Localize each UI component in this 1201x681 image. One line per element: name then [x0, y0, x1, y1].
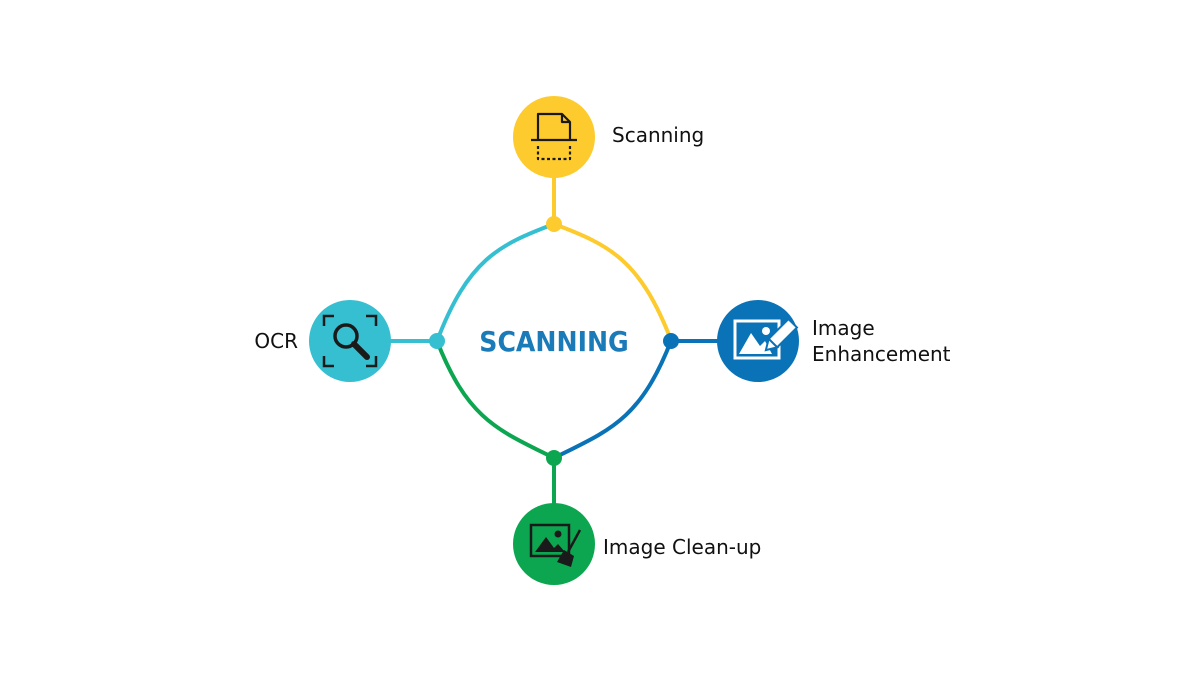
junction-right	[663, 333, 679, 349]
center-title: SCANNING	[479, 325, 628, 358]
node-cleanup-label: Image Clean-up	[603, 535, 761, 559]
document-scan-icon	[531, 112, 577, 161]
arc-bottom-left	[435, 340, 555, 460]
junction-top	[546, 216, 562, 232]
node-scanning[interactable]: Scanning	[513, 96, 704, 178]
magnifier-scan-icon	[322, 314, 378, 368]
image-edit-icon	[733, 317, 799, 360]
node-ocr-circle	[309, 300, 391, 382]
node-enhancement-label-line2: Enhancement	[812, 342, 951, 366]
image-broom-icon	[529, 523, 582, 567]
node-enhancement-label-line1: Image	[812, 316, 875, 340]
junction-left	[429, 333, 445, 349]
arc-top-right	[553, 222, 673, 341]
node-cleanup-circle	[513, 503, 595, 585]
arc-right-bottom	[553, 340, 673, 460]
node-enhancement-circle	[717, 300, 799, 382]
node-scanning-circle	[513, 96, 595, 178]
node-ocr[interactable]: OCR	[254, 300, 391, 382]
node-image-enhancement[interactable]: Image Enhancement	[717, 300, 951, 382]
node-ocr-label: OCR	[254, 329, 298, 353]
junction-bottom	[546, 450, 562, 466]
arc-left-top	[435, 222, 555, 342]
node-scanning-label: Scanning	[612, 123, 704, 147]
node-image-cleanup[interactable]: Image Clean-up	[513, 503, 761, 585]
